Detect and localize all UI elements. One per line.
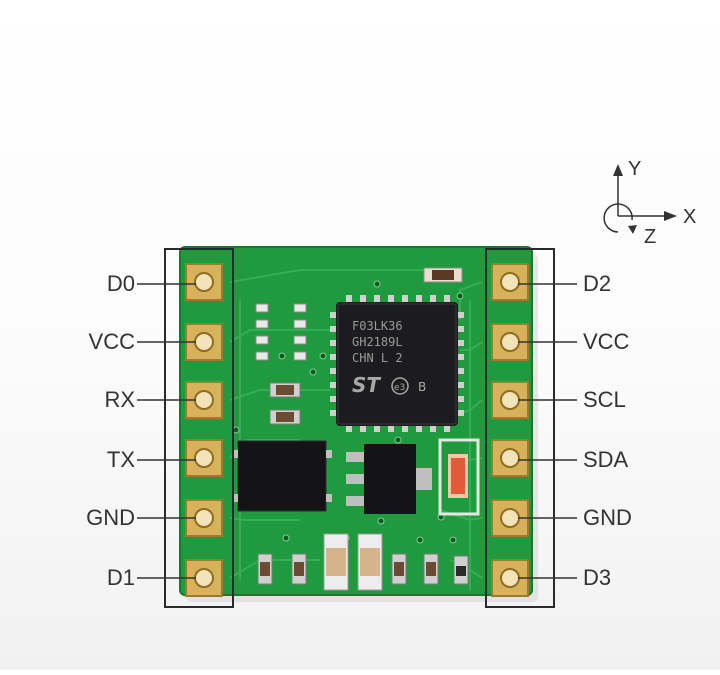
black-ic-left xyxy=(232,440,332,512)
status-led xyxy=(438,438,480,516)
chip-suffix-text: B xyxy=(418,380,426,394)
left-pin-frame xyxy=(164,248,234,608)
axis-arrow-icon xyxy=(664,211,677,221)
pin-label-d1: D1 xyxy=(106,565,135,590)
rotation-arrowhead-icon xyxy=(628,225,637,234)
pin-label-sda: SDA xyxy=(583,447,629,472)
axis-label-x: X xyxy=(683,206,697,228)
st-logo: ST xyxy=(352,373,381,397)
pin-label-d3: D3 xyxy=(583,565,612,590)
pin-leader-lines xyxy=(137,283,577,579)
pcb-vias xyxy=(232,280,464,544)
right-pin-pads xyxy=(491,263,529,597)
axis-arrow-icon xyxy=(613,164,623,176)
pin-label-vcc-right: VCC xyxy=(583,329,630,354)
chip-marking-line2: GH2189L xyxy=(352,335,403,349)
sensor-chip: F03LK36 GH2189L CHN L 2 ST e3 B xyxy=(330,295,464,432)
pin-label-gnd-right: GND xyxy=(583,505,632,530)
voltage-regulator xyxy=(346,444,432,514)
pcb-edge xyxy=(179,246,533,596)
pin-label-rx: RX xyxy=(104,387,135,412)
rotation-arrow-icon xyxy=(603,203,633,233)
smd-resistor-top xyxy=(423,267,463,283)
bottom-passives xyxy=(257,533,469,591)
right-pin-frame xyxy=(485,248,555,608)
smd-capacitors-left xyxy=(269,382,301,425)
axis-indicator xyxy=(603,164,677,234)
chip-badge-text: e3 xyxy=(394,383,405,393)
pin-label-vcc-left: VCC xyxy=(88,329,135,354)
pin-label-tx: TX xyxy=(106,447,135,472)
left-pin-pads xyxy=(185,263,223,597)
chip-marking-line1: F03LK36 xyxy=(352,319,403,333)
pin-label-scl: SCL xyxy=(583,387,626,412)
pin-label-gnd-left: GND xyxy=(86,505,135,530)
axis-label-z: Z xyxy=(644,226,657,248)
e3-badge-icon xyxy=(391,377,409,395)
pin-label-d2: D2 xyxy=(583,271,612,296)
pin-label-d0: D0 xyxy=(106,271,135,296)
smd-pads-cluster xyxy=(255,303,307,361)
axis-label-y: Y xyxy=(628,158,642,180)
chip-marking-line3: CHN L 2 xyxy=(352,351,403,365)
